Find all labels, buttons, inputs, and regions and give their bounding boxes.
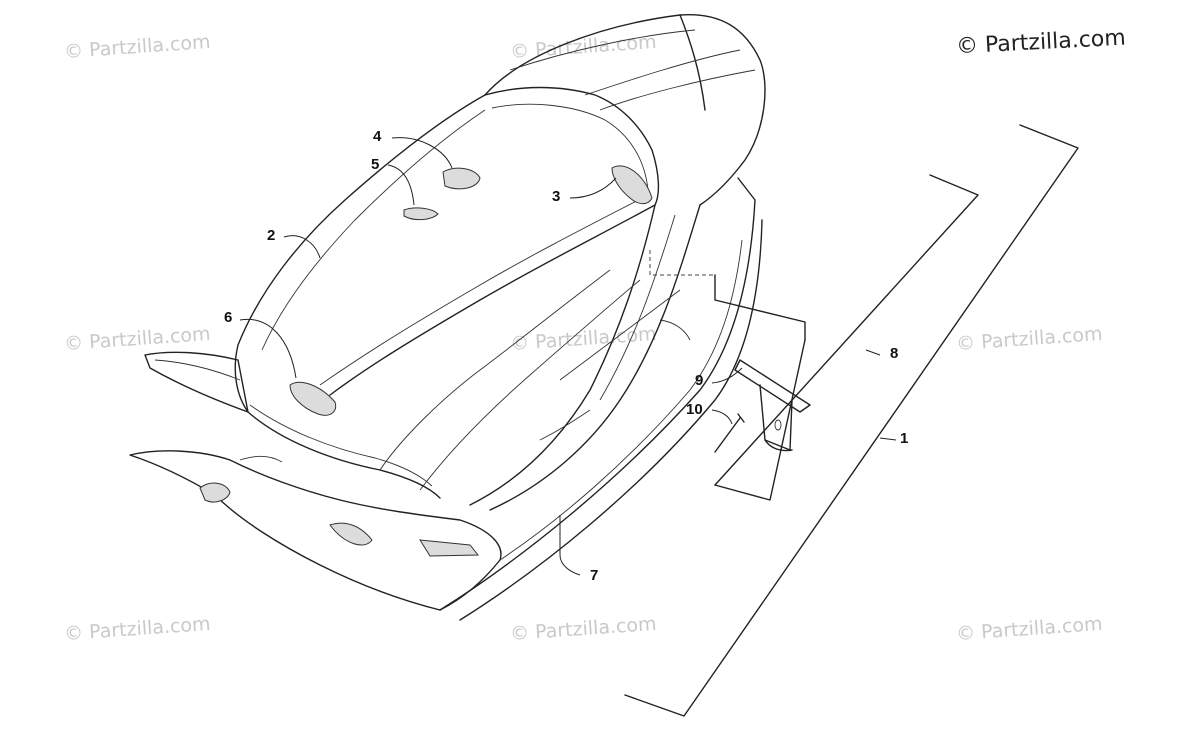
pad-5: [403, 207, 439, 221]
pad-4: [442, 167, 481, 190]
callout-8: 8: [890, 345, 899, 362]
callout-7: 7: [590, 567, 599, 584]
detail-box-outline: [649, 250, 806, 501]
callout-9: 9: [695, 372, 704, 389]
leader-lines: [239, 137, 897, 576]
seat-cushion: [234, 86, 701, 511]
seat-pads: [289, 165, 653, 416]
callout-2: 2: [267, 227, 276, 244]
seat-front-wing: [144, 351, 249, 413]
callout-5: 5: [371, 156, 380, 173]
seat-base: [129, 177, 763, 621]
callout-1: 1: [900, 430, 909, 447]
callout-4: 4: [373, 128, 382, 145]
seat-latch-bracket: [714, 359, 811, 453]
rivet: [714, 417, 741, 453]
callout-6: 6: [224, 309, 233, 326]
strap-6: [289, 381, 337, 416]
callout-3: 3: [552, 188, 561, 205]
strap-3: [611, 165, 653, 205]
assembly-brackets: [624, 124, 1079, 717]
callout-10: 10: [686, 401, 703, 418]
